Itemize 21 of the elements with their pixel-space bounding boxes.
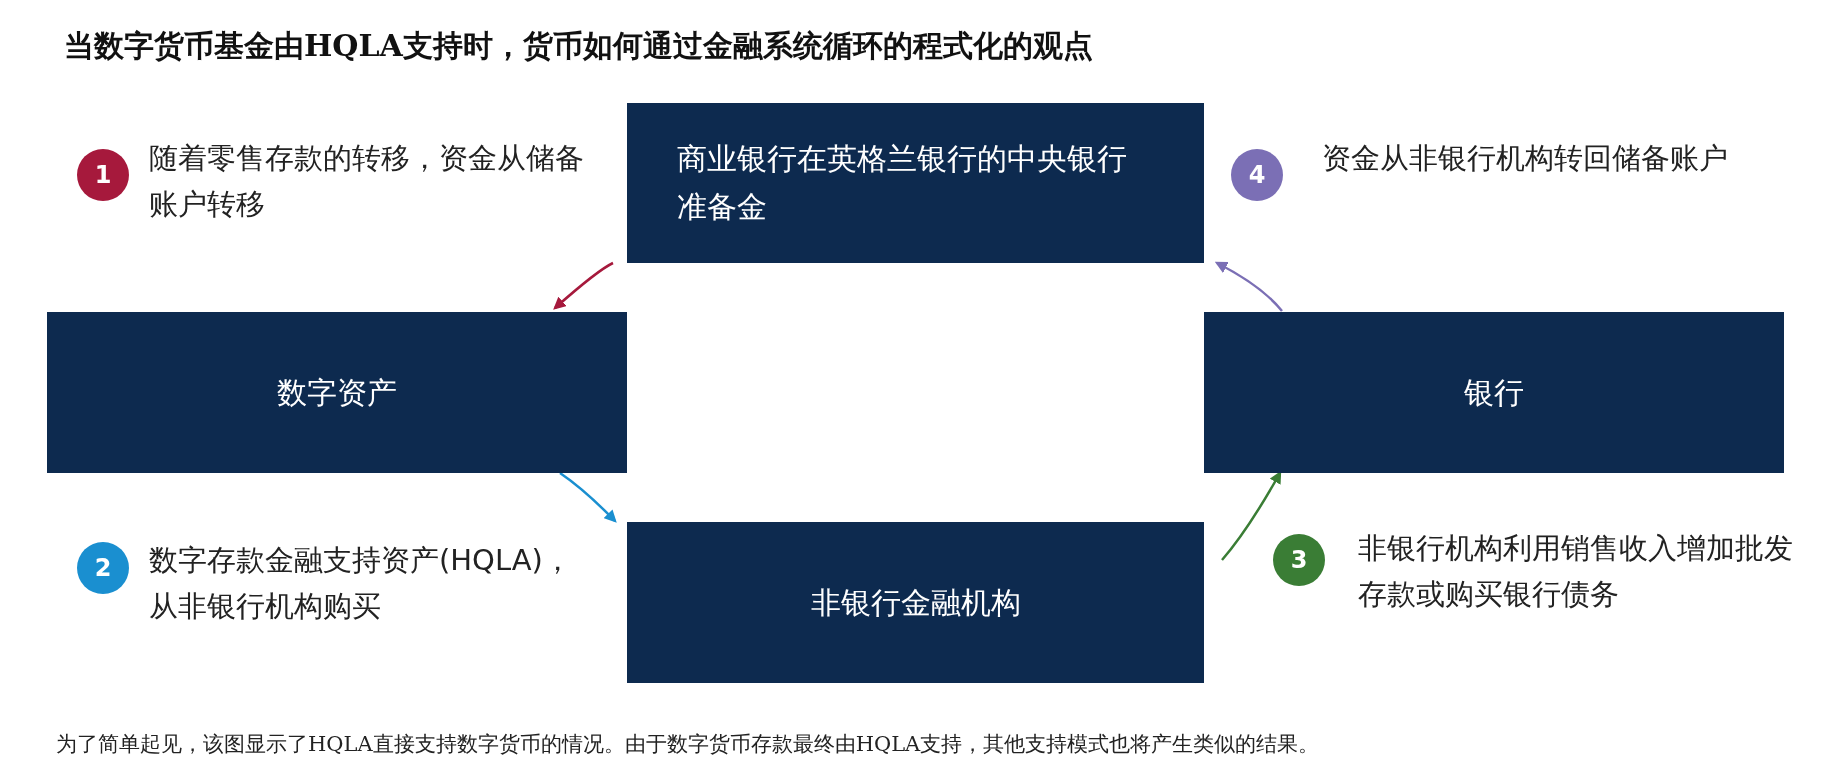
curved-arrow <box>559 471 617 523</box>
box-text: 银行 <box>1464 373 1524 412</box>
process-box <box>47 312 627 473</box>
curved-arrow <box>1214 261 1283 312</box>
box-text: 商业银行在英格兰银行的中央银行准备金 <box>677 140 1128 226</box>
step-description: 随着零售存款的转移，资金从储备账户转移 <box>149 140 585 224</box>
box-text: 非银行金融机构 <box>810 583 1021 622</box>
process-box <box>627 522 1204 683</box>
step-number-badge: 3 <box>1273 534 1325 586</box>
process-box <box>1204 312 1784 473</box>
step-description: 非银行机构利用销售收入增加批发存款或购买银行债务 <box>1358 530 1794 614</box>
caption: 为了简单起见，该图显示了HQLA直接支持数字货币的情况。由于数字货币存款最终由HQLA支持，其他支持模式也将产生类似的结果。 <box>56 731 1320 758</box>
curved-arrow <box>553 261 614 310</box>
box-text: 数字资产 <box>277 373 397 412</box>
step-number-badge: 1 <box>77 149 129 201</box>
step-number-badge: 4 <box>1231 149 1283 201</box>
process-box <box>627 103 1204 263</box>
step-description: 数字存款金融支持资产(HQLA)，从非银行机构购买 <box>149 542 573 626</box>
title: 当数字货币基金由HQLA支持时，货币如何通过金融系统循环的程式化的观点 <box>64 27 1093 65</box>
step-number-badge: 2 <box>77 542 129 594</box>
step-description: 资金从非银行机构转回储备账户 <box>1322 140 1729 177</box>
